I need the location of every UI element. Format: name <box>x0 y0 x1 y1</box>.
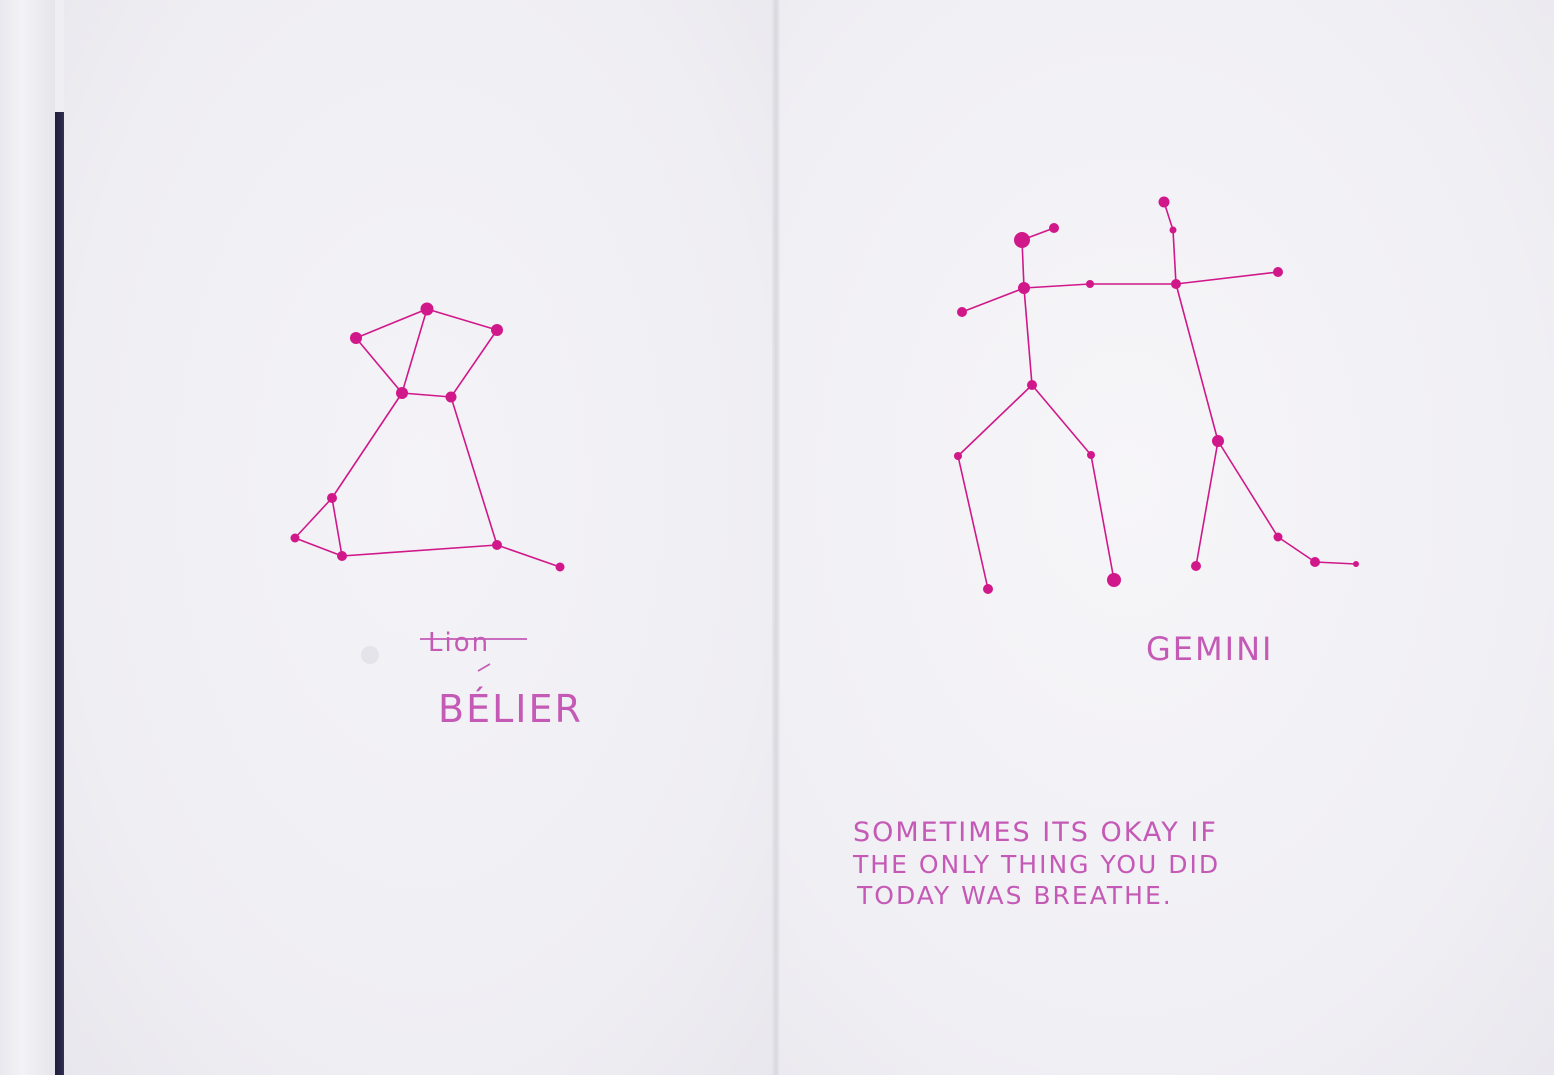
star-dot <box>1273 267 1283 277</box>
star-dot <box>492 540 502 550</box>
star-dot <box>396 387 408 399</box>
star-dot <box>555 562 565 572</box>
belier-stars <box>290 302 565 572</box>
constellation-line <box>1277 536 1316 563</box>
crossed-label: Lion <box>428 628 490 658</box>
star-dot <box>1027 380 1037 390</box>
constellation-line <box>294 537 343 557</box>
accent-mark <box>477 663 491 672</box>
constellation-line <box>1031 384 1092 456</box>
constellation-line <box>331 392 403 499</box>
paper-smudge <box>361 646 379 664</box>
belier-label: BÉLIER <box>438 687 583 731</box>
constellation-line <box>957 455 989 590</box>
gemini-constellation <box>957 201 1357 590</box>
quote-line-3: TODAY WAS BREATHE. <box>856 881 1173 910</box>
page-gutter <box>772 0 780 1075</box>
star-dot <box>1158 196 1170 208</box>
quote-line-1: SOMETIMES ITS OKAY IF <box>853 817 1218 848</box>
star-dot <box>1107 573 1121 587</box>
star-dot <box>1087 451 1095 459</box>
constellation-line <box>1314 561 1357 565</box>
constellation-line <box>496 544 561 568</box>
gemini-stars <box>954 196 1359 594</box>
star-dot <box>1169 226 1177 234</box>
star-dot <box>1212 435 1224 447</box>
gemini-label: GEMINI <box>1146 630 1273 668</box>
star-dot <box>1086 280 1094 288</box>
constellation-line <box>961 287 1025 313</box>
constellation-line <box>450 396 498 546</box>
constellation-line <box>331 497 343 557</box>
star-dot <box>1273 532 1283 542</box>
star-dot <box>420 302 434 316</box>
quote-line-2: THE ONLY THING YOU DID <box>852 850 1220 879</box>
constellation-line <box>1175 283 1219 442</box>
star-dot <box>983 584 993 594</box>
constellation-line <box>957 384 1033 457</box>
constellation-line <box>1090 454 1115 581</box>
notebook-edge <box>0 0 55 1075</box>
constellation-line <box>1023 287 1033 386</box>
star-dot <box>1353 561 1359 567</box>
constellation-line <box>401 392 452 398</box>
constellation-line <box>1172 229 1177 285</box>
constellation-line <box>450 329 498 398</box>
star-dot <box>1310 557 1320 567</box>
quote-block: SOMETIMES ITS OKAY IF THE ONLY THING YOU… <box>852 817 1220 910</box>
star-dot <box>290 533 300 543</box>
constellation-line <box>1021 239 1025 289</box>
star-dot <box>954 452 962 460</box>
star-dot <box>445 391 457 403</box>
constellation-line <box>426 308 498 331</box>
constellation-line <box>341 544 498 557</box>
constellation-line <box>401 308 428 394</box>
constellation-line <box>1217 440 1279 538</box>
star-dot <box>1014 232 1030 248</box>
star-dot <box>350 332 362 344</box>
constellation-line <box>294 497 333 539</box>
star-dot <box>337 551 347 561</box>
constellation-line <box>1195 440 1219 567</box>
star-dot <box>1171 279 1181 289</box>
star-dot <box>327 493 337 503</box>
constellation-line <box>355 337 403 394</box>
constellation-line <box>355 308 428 339</box>
left-page <box>64 0 777 1075</box>
star-dot <box>1049 223 1059 233</box>
star-dot <box>1191 561 1201 571</box>
constellation-line <box>1023 283 1091 289</box>
star-dot <box>957 307 967 317</box>
right-page <box>778 0 1554 1075</box>
constellation-line <box>1175 271 1279 285</box>
belier-constellation <box>294 308 561 568</box>
star-dot <box>1018 282 1030 294</box>
star-dot <box>491 324 503 336</box>
